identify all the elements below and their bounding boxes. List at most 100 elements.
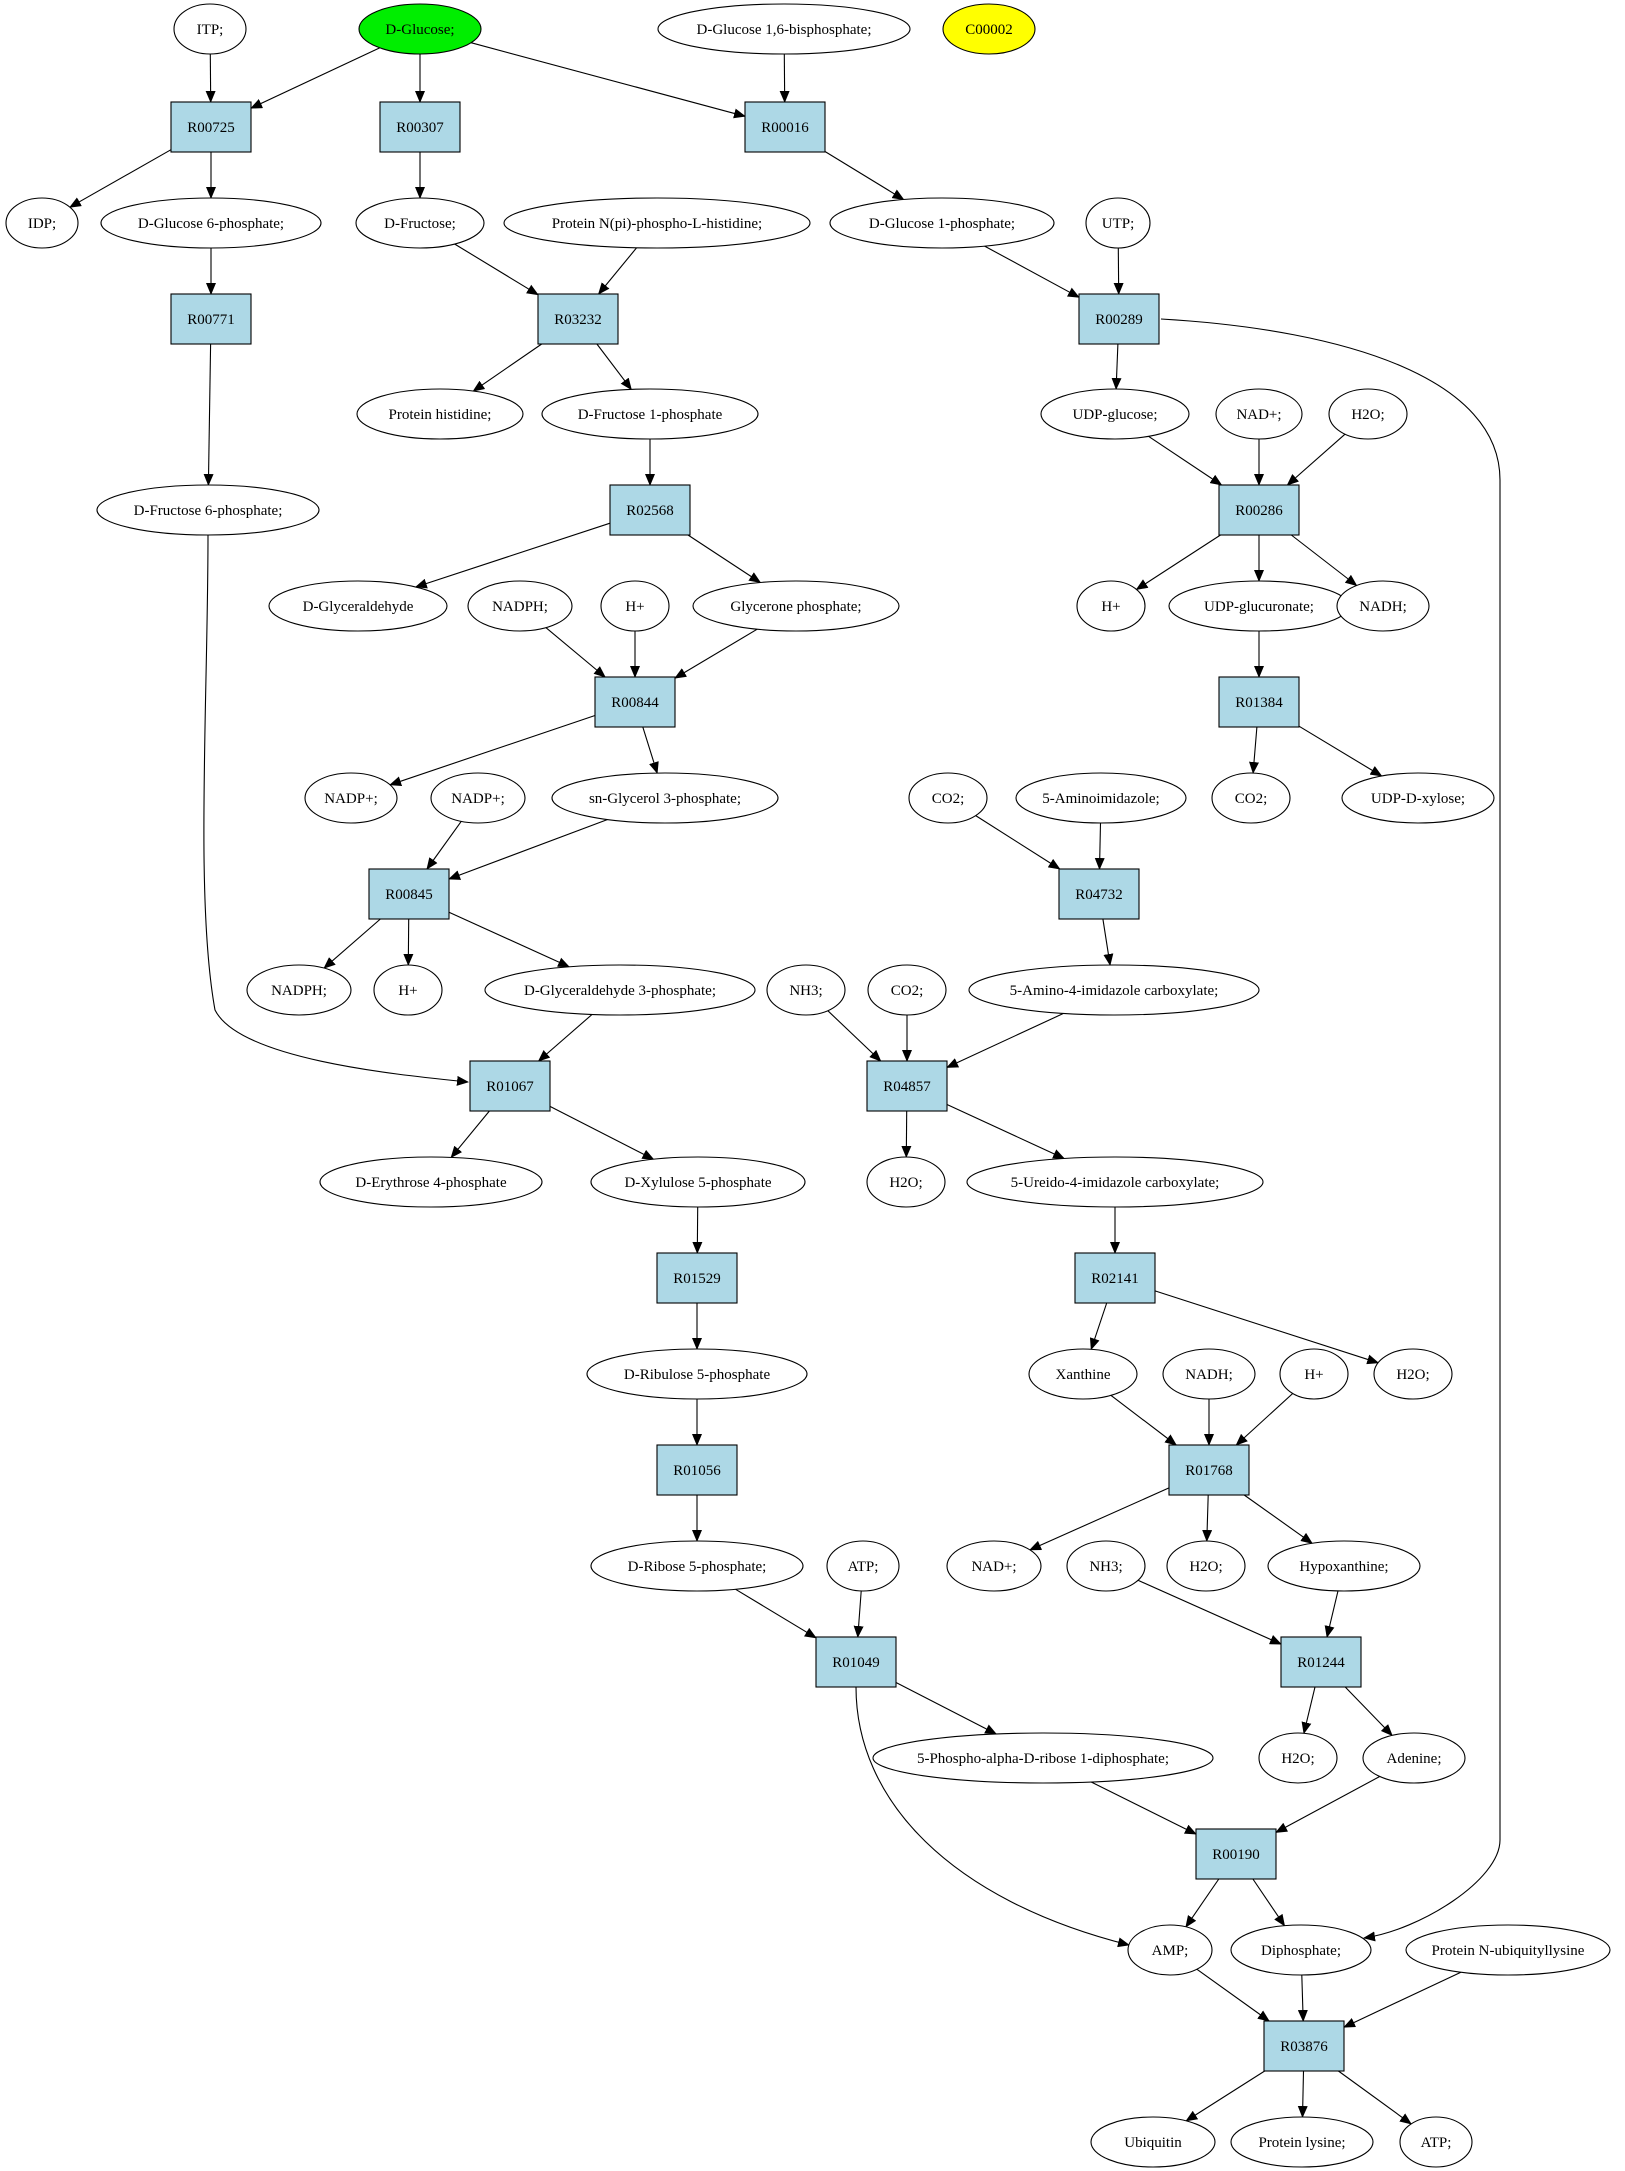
reaction-node-r04857[interactable]: R04857 (866, 1060, 948, 1112)
reaction-node-r04732[interactable]: R04732 (1058, 868, 1140, 920)
compound-node-nadplus1[interactable]: NAD+; (1215, 388, 1303, 440)
compound-node-udpxylose[interactable]: UDP-D-xylose; (1341, 772, 1495, 824)
reaction-node-r01768[interactable]: R01768 (1168, 1444, 1250, 1496)
compound-node-proteinhis[interactable]: Protein histidine; (356, 388, 524, 440)
reaction-node-r00016[interactable]: R00016 (744, 101, 826, 153)
compound-node-proteinnpi[interactable]: Protein N(pi)-phospho-L-histidine; (503, 197, 811, 249)
node-label: D-Ribulose 5-phosphate (624, 1367, 771, 1383)
compound-node-atp1[interactable]: ATP; (826, 1540, 900, 1592)
compound-node-adenine[interactable]: Adenine; (1362, 1732, 1466, 1784)
node-label: H+ (1101, 599, 1120, 615)
compound-node-dribulose5p[interactable]: D-Ribulose 5-phosphate (586, 1348, 808, 1400)
reaction-box (170, 293, 252, 345)
compound-node-proteinlysine[interactable]: Protein lysine; (1230, 2116, 1374, 2168)
compound-node-nadplus2[interactable]: NAD+; (946, 1540, 1042, 1592)
compound-ellipse (356, 388, 524, 440)
compound-node-dxylulose5p[interactable]: D-Xylulose 5-phosphate (590, 1156, 806, 1208)
reaction-node-r00307[interactable]: R00307 (379, 101, 461, 153)
compound-node-dfru1p[interactable]: D-Fructose 1-phosphate (541, 388, 759, 440)
edge-h2o1-to-r00286 (1286, 433, 1346, 486)
node-label: D-Fructose 6-phosphate; (134, 503, 283, 519)
compound-node-dglyceraldehyde[interactable]: D-Glyceraldehyde (268, 580, 448, 632)
compound-node-dga3p[interactable]: D-Glyceraldehyde 3-phosphate; (484, 964, 756, 1016)
reaction-node-r00844[interactable]: R00844 (594, 676, 676, 728)
reaction-node-r01056[interactable]: R01056 (656, 1444, 738, 1496)
compound-node-dfructose[interactable]: D-Fructose; (355, 197, 485, 249)
compound-node-nadpplus1[interactable]: NADP+; (304, 772, 398, 824)
compound-ellipse (766, 964, 846, 1016)
edge-r03232-to-dfru1p (596, 343, 632, 391)
compound-node-co2a[interactable]: CO2; (908, 772, 988, 824)
compound-node-h2o1[interactable]: H2O; (1328, 388, 1408, 440)
compound-node-ubiquitin[interactable]: Ubiquitin (1090, 2116, 1216, 2168)
reaction-node-r02568[interactable]: R02568 (609, 484, 691, 536)
reaction-node-r00289[interactable]: R00289 (1078, 293, 1160, 345)
compound-node-idp[interactable]: IDP; (5, 197, 79, 249)
reaction-node-r01049[interactable]: R01049 (815, 1636, 897, 1688)
reaction-node-r00725[interactable]: R00725 (170, 101, 252, 153)
compound-node-dglc16bp[interactable]: D-Glucose 1,6-bisphosphate; (657, 3, 911, 55)
compound-node-ureidocarbox[interactable]: 5-Ureido-4-imidazole carboxylate; (966, 1156, 1264, 1208)
reaction-node-r00771[interactable]: R00771 (170, 293, 252, 345)
compound-node-c00002[interactable]: C00002 (942, 3, 1036, 55)
compound-node-dfru6p[interactable]: D-Fructose 6-phosphate; (96, 484, 320, 536)
compound-node-protubiq[interactable]: Protein N-ubiquityllysine (1405, 1924, 1611, 1976)
compound-node-diphosphate[interactable]: Diphosphate; (1230, 1924, 1372, 1976)
compound-node-nadph1[interactable]: NADPH; (467, 580, 573, 632)
compound-node-co2c[interactable]: CO2; (867, 964, 947, 1016)
compound-node-hplus3[interactable]: H+ (373, 964, 443, 1016)
compound-node-aminoimidazole[interactable]: 5-Aminoimidazole; (1015, 772, 1187, 824)
edge-r03232-to-proteinhis (472, 343, 543, 392)
compound-node-h2o4[interactable]: H2O; (1166, 1540, 1246, 1592)
reaction-box (1195, 1828, 1277, 1880)
node-label: R00286 (1235, 503, 1283, 519)
compound-node-h2o3[interactable]: H2O; (1373, 1348, 1453, 1400)
compound-node-co2b[interactable]: CO2; (1211, 772, 1291, 824)
compound-node-amp[interactable]: AMP; (1127, 1924, 1213, 1976)
compound-node-snglycerol3p[interactable]: sn-Glycerol 3-phosphate; (551, 772, 779, 824)
compound-node-hplus4[interactable]: H+ (1279, 1348, 1349, 1400)
reaction-node-r00845[interactable]: R00845 (368, 868, 450, 920)
compound-node-aicarbox[interactable]: 5-Amino-4-imidazole carboxylate; (968, 964, 1260, 1016)
compound-node-udpglucose[interactable]: UDP-glucose; (1040, 388, 1190, 440)
compound-node-udpglucuronate[interactable]: UDP-glucuronate; (1168, 580, 1350, 632)
compound-node-dglc1p[interactable]: D-Glucose 1-phosphate; (829, 197, 1055, 249)
compound-node-utp[interactable]: UTP; (1085, 197, 1151, 249)
compound-node-dglc6p[interactable]: D-Glucose 6-phosphate; (100, 197, 322, 249)
edge-r01067-to-derythrose4p (450, 1110, 490, 1159)
compound-node-prpp[interactable]: 5-Phospho-alpha-D-ribose 1-diphosphate; (872, 1732, 1214, 1784)
reaction-node-r02141[interactable]: R02141 (1074, 1252, 1156, 1304)
compound-node-atp2[interactable]: ATP; (1399, 2116, 1473, 2168)
node-label: R01056 (673, 1463, 721, 1479)
compound-node-nh3a[interactable]: NH3; (766, 964, 846, 1016)
compound-node-dglucose[interactable]: D-Glucose; (358, 3, 482, 55)
reaction-node-r00190[interactable]: R00190 (1195, 1828, 1277, 1880)
compound-node-derythrose4p[interactable]: D-Erythrose 4-phosphate (319, 1156, 543, 1208)
compound-node-glyceronep[interactable]: Glycerone phosphate; (692, 580, 900, 632)
reaction-node-r00286[interactable]: R00286 (1218, 484, 1300, 536)
compound-node-nadh1[interactable]: NADH; (1336, 580, 1430, 632)
edge-r04732-to-aicarbox (1102, 918, 1114, 966)
compound-node-dribose5p[interactable]: D-Ribose 5-phosphate; (590, 1540, 804, 1592)
compound-node-nadh2[interactable]: NADH; (1162, 1348, 1256, 1400)
compound-node-xanthine[interactable]: Xanthine (1028, 1348, 1138, 1400)
compound-node-hplus2[interactable]: H+ (1076, 580, 1146, 632)
reaction-node-r01529[interactable]: R01529 (656, 1252, 738, 1304)
compound-node-hplus1[interactable]: H+ (600, 580, 670, 632)
compound-node-hypoxanthine[interactable]: Hypoxanthine; (1267, 1540, 1421, 1592)
reaction-node-r01067[interactable]: R01067 (469, 1060, 551, 1112)
compound-node-nadpplus2[interactable]: NADP+; (430, 772, 526, 824)
compound-node-h2o2[interactable]: H2O; (866, 1156, 946, 1208)
compound-node-nadph2[interactable]: NADPH; (246, 964, 352, 1016)
edge-r00190-to-amp (1185, 1878, 1220, 1928)
reaction-node-r03232[interactable]: R03232 (537, 293, 619, 345)
edge-r03876-to-proteinlysine (1297, 2070, 1308, 2118)
reaction-node-r03876[interactable]: R03876 (1263, 2020, 1345, 2072)
compound-node-itp[interactable]: ITP; (173, 3, 247, 55)
edge-aminoimidazole-to-r04732 (1094, 822, 1105, 870)
compound-node-nh3b[interactable]: NH3; (1066, 1540, 1146, 1592)
reaction-node-r01244[interactable]: R01244 (1280, 1636, 1362, 1688)
edge-r04857-to-ureidocarbox (946, 1104, 1066, 1159)
reaction-node-r01384[interactable]: R01384 (1218, 676, 1300, 728)
compound-node-h2o5[interactable]: H2O; (1258, 1732, 1338, 1784)
